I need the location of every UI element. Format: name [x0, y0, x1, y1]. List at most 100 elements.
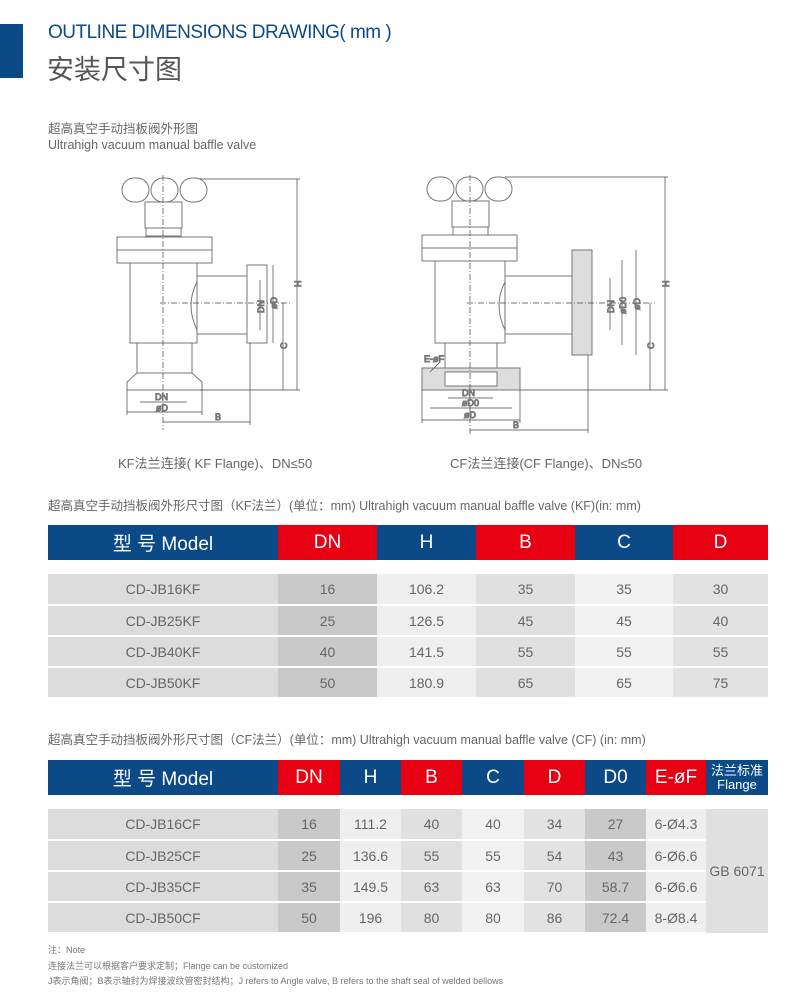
kf-cell: 106.2 [377, 574, 476, 606]
cf-header-c: C [462, 760, 524, 795]
cf-cell: 149.5 [340, 871, 401, 903]
cf-header-flange-en: Flange [717, 776, 757, 792]
kf-cell: 25 [278, 605, 377, 637]
kf-cell: 50 [278, 667, 377, 699]
cf-cell: 50 [278, 902, 340, 934]
cf-cell: 55 [401, 840, 462, 872]
cf-cell: CD-JB25CF [48, 840, 278, 872]
cf-header-ef: E-øF [646, 760, 706, 795]
cf-label-c: C [646, 342, 656, 349]
kf-valve-drawing: H C øD DN DN øD B [116, 175, 304, 430]
kf-cell: 40 [278, 636, 377, 668]
cf-label-d: øD [632, 298, 642, 310]
cf-header-b: B [401, 760, 462, 795]
kf-cell: 65 [476, 667, 575, 699]
cf-label-dn-side: DN [606, 300, 616, 313]
kf-label-dn: DN [155, 392, 168, 402]
cf-cell: 55 [462, 840, 524, 872]
kf-cell: 45 [575, 605, 673, 637]
cf-header-dn: DN [278, 760, 340, 795]
kf-header-dn: DN [278, 525, 377, 560]
note-flange: 连接法兰可以根据客户要求定制；Flange can be customized [48, 961, 289, 971]
cf-label-d-bottom: øD [464, 410, 476, 420]
kf-cell: 55 [673, 636, 768, 668]
kf-cell: 45 [476, 605, 575, 637]
page-title-en: OUTLINE DIMENSIONS DRAWING( mm ) [48, 22, 392, 43]
cf-cell: 35 [278, 871, 340, 903]
kf-cell: CD-JB25KF [48, 605, 278, 637]
cf-cell: 40 [462, 809, 524, 841]
cf-label-b: B [513, 420, 519, 430]
kf-header-c: C [575, 525, 673, 560]
kf-cell: 180.9 [377, 667, 476, 699]
cf-cell: CD-JB50CF [48, 902, 278, 934]
cf-cell: 6-Ø6.6 [646, 871, 706, 903]
kf-header-d: D [673, 525, 768, 560]
kf-cell: 126.5 [377, 605, 476, 637]
cf-drawing-caption: CF法兰连接(CF Flange)、DN≤50 [450, 456, 643, 471]
cf-cell: 54 [524, 840, 585, 872]
kf-label-dn-side: DN [256, 300, 266, 313]
kf-drawing-caption: KF法兰连接( KF Flange)、DN≤50 [118, 456, 313, 471]
intro-en: Ultrahigh vacuum manual baffle valve [48, 138, 257, 152]
kf-cell: 35 [476, 574, 575, 606]
cf-cell: 63 [462, 871, 524, 903]
page-title-cn: 安装尺寸图 [47, 55, 182, 85]
cf-cell: 27 [585, 809, 646, 841]
kf-cell: 35 [575, 574, 673, 606]
cf-cell: 111.2 [340, 809, 401, 841]
cf-header-model: 型 号 Model [48, 760, 278, 795]
cf-cell: 72.4 [585, 902, 646, 934]
cf-flange-standard: GB 6071 [706, 809, 768, 933]
kf-cell: CD-JB40KF [48, 636, 278, 668]
kf-label-h: H [293, 281, 303, 288]
cf-label-dn: DN [462, 388, 475, 398]
cf-cell: 136.6 [340, 840, 401, 872]
cf-valve-body [421, 176, 593, 391]
cf-cell: 196 [340, 902, 401, 934]
kf-cell: 30 [673, 574, 768, 606]
kf-table-caption: 超高真空手动挡板阀外形尺寸图（KF法兰）(单位：mm) Ultrahigh va… [48, 499, 641, 513]
kf-header-b: B [476, 525, 575, 560]
kf-cell: 55 [476, 636, 575, 668]
cf-valve-drawing: H C øD øD0 DN E-øF DN øD0 øD B [421, 175, 672, 435]
kf-dimension-lines [126, 175, 300, 430]
cf-cell: 6-Ø6.6 [646, 840, 706, 872]
cf-cell: 34 [524, 809, 585, 841]
intro-cn: 超高真空手动挡板阀外形图 [48, 122, 199, 136]
cf-header-h: H [340, 760, 401, 795]
cf-cell: 6-Ø4.3 [646, 809, 706, 841]
cf-cell: 43 [585, 840, 646, 872]
kf-label-c: C [279, 342, 289, 349]
cf-header-d: D [524, 760, 585, 795]
cf-label-ef: E-øF [424, 354, 444, 364]
kf-cell: 141.5 [377, 636, 476, 668]
kf-cell: CD-JB50KF [48, 667, 278, 699]
cf-cell: CD-JB16CF [48, 809, 278, 841]
kf-cell: 65 [575, 667, 673, 699]
cf-cell: 25 [278, 840, 340, 872]
cf-cell: 16 [278, 809, 340, 841]
kf-cell: 75 [673, 667, 768, 699]
kf-label-b: B [215, 412, 221, 422]
cf-cell: CD-JB35CF [48, 871, 278, 903]
cf-cell: 80 [462, 902, 524, 934]
cf-header-d0: D0 [585, 760, 646, 795]
cf-label-d0: øD0 [618, 297, 628, 314]
kf-label-d: øD [269, 297, 279, 309]
cf-cell: 70 [524, 871, 585, 903]
cf-cell: 8-Ø8.4 [646, 902, 706, 934]
kf-valve-body [116, 177, 268, 391]
kf-header-model: 型 号 Model [48, 525, 278, 560]
kf-cell: 55 [575, 636, 673, 668]
cf-cell: 40 [401, 809, 462, 841]
kf-label-d-bottom: øD [156, 403, 168, 413]
